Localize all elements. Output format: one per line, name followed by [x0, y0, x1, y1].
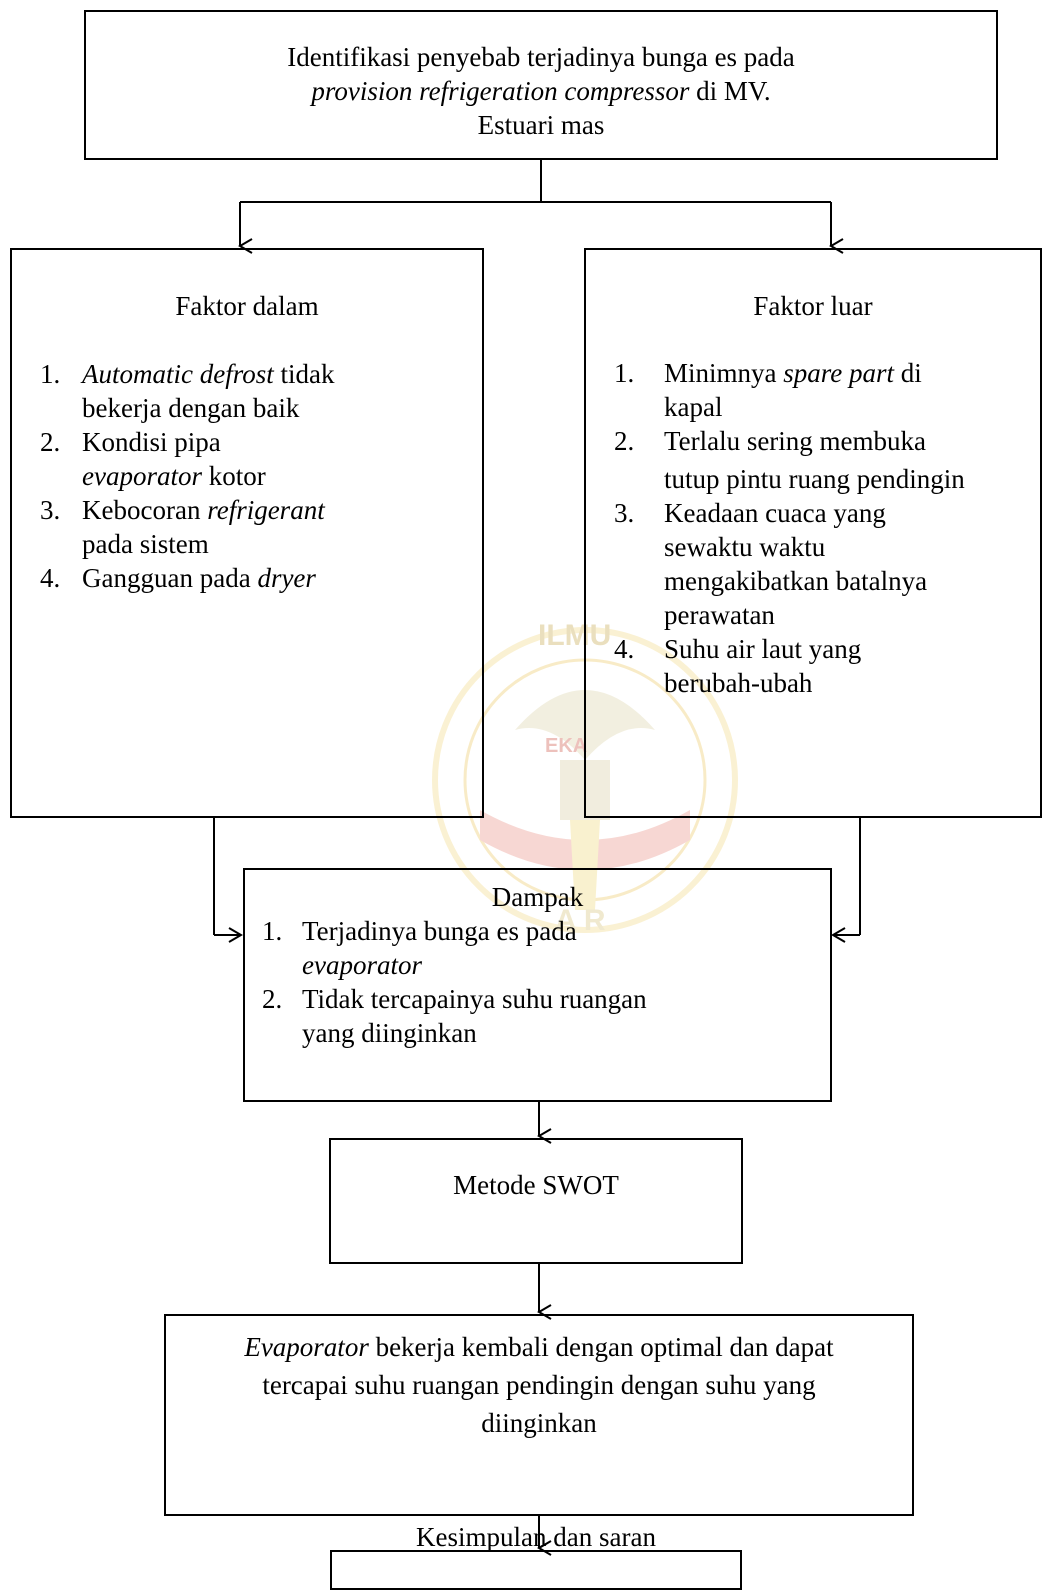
left-item-1-italic: Automatic defrost: [82, 359, 274, 389]
right-item-4: 4. Suhu air laut yang berubah-ubah: [614, 632, 1042, 700]
left-item-1-num: 1.: [40, 359, 61, 389]
right-item-3-cont2: mengakibatkan batalnya: [664, 566, 928, 596]
dampak-list: 1. Terjadinya bunga es pada evaporator 2…: [262, 914, 822, 1050]
swot-label: Metode SWOT: [453, 1170, 619, 1200]
right-item-4-pre: Suhu air laut yang: [664, 634, 862, 664]
right-item-2-cont: tutup pintu ruang pendingin: [664, 464, 965, 494]
swot-box: [329, 1138, 743, 1264]
dampak-item-2-num: 2.: [262, 984, 283, 1014]
left-item-2-pre: Kondisi pipa: [82, 427, 221, 457]
result-line1-italic: Evaporator: [244, 1332, 369, 1362]
result-line1: Evaporator bekerja kembali dengan optima…: [164, 1330, 914, 1364]
left-box-list: 1. Automatic defrost tidak bekerja denga…: [40, 357, 480, 595]
right-item-2-pre: Terlalu sering membuka: [664, 426, 927, 456]
left-item-3-cont: pada sistem: [82, 529, 209, 559]
dampak-item-2-cont: yang diinginkan: [302, 1018, 477, 1048]
dampak-item-1-num: 1.: [262, 916, 283, 946]
right-item-3-pre: Keadaan cuaca yang: [664, 498, 886, 528]
right-item-4-num: 4.: [614, 634, 635, 664]
left-box-title: Faktor dalam: [175, 291, 319, 321]
top-box-identifikasi: [84, 10, 998, 160]
right-item-1: 1. Minimnya spare part di kapal: [614, 356, 1042, 424]
right-item-1-cont: kapal: [664, 392, 723, 422]
right-item-1-pre: Minimnya: [664, 358, 784, 388]
left-item-2: 2. Kondisi pipa evaporator kotor: [40, 425, 480, 493]
left-item-2-num: 2.: [40, 427, 61, 457]
left-item-3-italic: refrigerant: [207, 495, 325, 525]
dampak-item-1-cont: evaporator: [302, 950, 422, 980]
dampak-item-2-text: Tidak tercapainya suhu ruangan: [302, 984, 647, 1014]
top-box-line2-rest: di MV.: [689, 76, 771, 106]
left-item-2-cont: kotor: [201, 461, 266, 491]
top-box-line2: provision refrigeration compressor di MV…: [84, 74, 998, 108]
final-box: [330, 1550, 742, 1590]
top-box-text: Identifikasi penyebab terjadinya bunga e…: [84, 40, 998, 142]
right-item-2-num: 2.: [614, 426, 635, 456]
result-box: [164, 1314, 914, 1516]
left-item-4: 4. Gangguan pada dryer: [40, 561, 480, 595]
dampak-title: Dampak: [491, 882, 584, 912]
left-item-4-num: 4.: [40, 563, 61, 593]
result-text: Evaporator bekerja kembali dengan optima…: [164, 1330, 914, 1440]
left-item-3: 3. Kebocoran refrigerant pada sistem: [40, 493, 480, 561]
dampak-item-1: 1. Terjadinya bunga es pada evaporator: [262, 914, 822, 982]
right-item-3-cont3: perawatan: [664, 600, 775, 630]
left-item-1-post: tidak: [273, 359, 335, 389]
right-item-2: 2. Terlalu sering membuka tutup pintu ru…: [614, 424, 1042, 496]
left-item-4-italic: dryer: [257, 563, 316, 593]
left-item-4-pre: Gangguan pada: [82, 563, 258, 593]
right-item-1-num: 1.: [614, 358, 635, 388]
right-item-1-italic: spare part: [783, 358, 895, 388]
right-box-faktor-luar: [584, 248, 1042, 818]
top-box-line3: Estuari mas: [477, 110, 605, 140]
dampak-item-2: 2. Tidak tercapainya suhu ruangan yang d…: [262, 982, 822, 1050]
dampak-box: [243, 868, 832, 1102]
left-item-3-num: 3.: [40, 495, 61, 525]
result-line3: diinginkan: [481, 1408, 597, 1438]
left-item-1-cont: bekerja dengan baik: [82, 393, 300, 423]
left-item-2-cont-italic: evaporator: [82, 461, 202, 491]
right-item-4-cont: berubah-ubah: [664, 668, 813, 698]
left-box-faktor-dalam: [10, 248, 484, 818]
result-line2: tercapai suhu ruangan pendingin dengan s…: [262, 1370, 816, 1400]
right-item-3-cont: sewaktu waktu: [664, 532, 826, 562]
right-item-1-post: di: [894, 358, 922, 388]
top-box-line2-italic: provision refrigeration compressor: [311, 76, 690, 106]
left-item-1: 1. Automatic defrost tidak bekerja denga…: [40, 357, 480, 425]
right-item-3: 3. Keadaan cuaca yang sewaktu waktu meng…: [614, 496, 1042, 632]
dampak-item-1-text: Terjadinya bunga es pada: [302, 916, 577, 946]
left-item-3-pre: Kebocoran: [82, 495, 208, 525]
right-box-title: Faktor luar: [753, 291, 873, 321]
right-item-3-num: 3.: [614, 498, 635, 528]
top-box-line1: Identifikasi penyebab terjadinya bunga e…: [287, 42, 795, 72]
right-box-list: 1. Minimnya spare part di kapal 2. Terla…: [614, 356, 1042, 700]
result-line1-rest: bekerja kembali dengan optimal dan dapat: [368, 1332, 834, 1362]
final-label-visible: Kesimpulan dan saran: [416, 1522, 656, 1552]
